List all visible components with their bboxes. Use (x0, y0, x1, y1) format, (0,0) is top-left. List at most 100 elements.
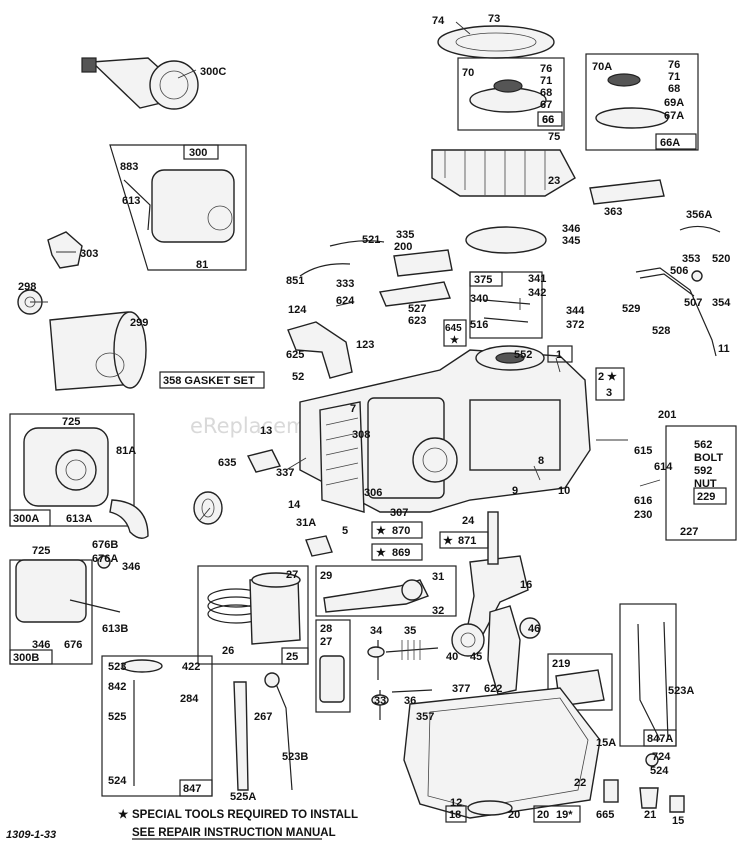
part-number: 67 (540, 99, 552, 111)
part-number: 40 (446, 651, 458, 663)
bushing-383-drawing (193, 491, 223, 525)
part-number: 345 (562, 235, 580, 247)
part-number: 516 (470, 319, 488, 331)
part-number: 32 (432, 605, 444, 617)
box-label-300b: 300B (13, 652, 39, 664)
air-cleaner-drawing (299, 240, 453, 307)
box-66-frame (537, 111, 563, 127)
figure-code: 1309-1-33 (6, 829, 56, 841)
part-number: 73 (488, 13, 500, 25)
part-number: 851 (286, 275, 304, 287)
part-number: 75 (548, 131, 560, 143)
part-number: 14 (288, 499, 301, 511)
part-number: 69A (664, 97, 684, 109)
part-callouts: 74 73 300C 70 76 71 68 67 66 70A 76 71 6… (18, 13, 731, 827)
part-number: 9 (512, 485, 518, 497)
part-number: 76 (668, 59, 680, 71)
gasket-set-frame (159, 371, 265, 389)
part-number: 66 (542, 114, 554, 126)
part-number: 342 (528, 287, 546, 299)
part-number: 613B (102, 623, 128, 635)
star-870: ★ (376, 525, 386, 537)
part-number: 27 (286, 569, 298, 581)
part-number: 523 (108, 661, 126, 673)
box-label-3: 3 (606, 387, 612, 399)
elbow-303-drawing (47, 231, 83, 269)
part-number: 12 (450, 797, 462, 809)
part-number: 298 (18, 281, 36, 293)
box-label-847: 847 (183, 783, 201, 795)
box-label-18: 18 (449, 809, 461, 821)
muffler-300b-drawing (9, 555, 121, 665)
box-label-300: 300 (189, 147, 207, 159)
box-869-frame (371, 543, 423, 561)
part-number: 15A (596, 737, 616, 749)
box-label-20: 20 (537, 809, 549, 821)
part-number: 623 (408, 315, 426, 327)
part-number: 124 (288, 304, 307, 316)
linkage-375-drawing (469, 271, 543, 339)
box-label-66a: 66A (660, 137, 680, 149)
part-number: 842 (108, 681, 126, 693)
part-number: 267 (254, 711, 272, 723)
box-label-229: 229 (697, 491, 715, 503)
starter-clutch-66a-drawing (585, 53, 699, 151)
box-label-613a: 613A (66, 513, 92, 525)
part-number: 11 (718, 343, 730, 355)
star-2: ★ (607, 371, 617, 383)
part-number: 76 (540, 63, 552, 75)
part-number: 74 (432, 15, 445, 27)
fittings-drawing (603, 753, 685, 813)
part-number: 16 (520, 579, 532, 591)
part-number: 123 (356, 339, 374, 351)
part-number: 10 (558, 485, 570, 497)
box-375-frame (469, 271, 503, 287)
part-number: 525 (108, 711, 126, 723)
part-number: 676A (92, 553, 118, 565)
part-number: 7 (350, 403, 356, 415)
camshaft-drawing (451, 605, 541, 695)
box-847-frame (179, 779, 213, 797)
part-number: 340 (470, 293, 488, 305)
part-number: 5 (342, 525, 348, 537)
part-number: 36 (404, 695, 416, 707)
part-number: 506 (670, 265, 688, 277)
box-25-frame (281, 647, 309, 665)
part-number: 15 (672, 815, 684, 827)
part-number: 45 (470, 651, 482, 663)
box-18-frame (445, 805, 467, 823)
box-20-19-frame (533, 805, 581, 823)
part-number: 622 (484, 683, 502, 695)
connecting-rod-29-drawing (315, 565, 457, 617)
part-number: 635 (218, 457, 236, 469)
part-number: 31A (296, 517, 316, 529)
part-number: 372 (566, 319, 584, 331)
part-number: 20 (508, 809, 520, 821)
part-number: 615 (634, 445, 652, 457)
part-number: 24 (462, 515, 475, 527)
star-871: ★ (443, 535, 453, 547)
part-number: 521 (362, 234, 380, 246)
footnote-line2: SEE REPAIR INSTRUCTION MANUAL (132, 827, 336, 839)
part-number: 67A (664, 110, 684, 122)
part-number: 422 (182, 661, 200, 673)
box-label-219: 219 (552, 658, 570, 670)
part-number: 307 (390, 507, 408, 519)
gasket-set-label: 358 GASKET SET (163, 375, 255, 387)
leader-lines (30, 21, 661, 521)
box-300a-frame (9, 509, 51, 527)
box-871-frame (439, 531, 489, 549)
part-number: 299 (130, 317, 148, 329)
part-number: 616 (634, 495, 652, 507)
box-label-869: 869 (392, 547, 410, 559)
box-label-27-pin: 27 (320, 636, 332, 648)
box-label-870: 870 (392, 525, 410, 537)
plate-31a-drawing (305, 535, 333, 557)
elbow-625-drawing (287, 321, 353, 379)
part-number: 524 (108, 775, 127, 787)
box-645-frame (443, 319, 467, 347)
box-label-1: 1 (556, 349, 562, 361)
bolt-number: 562 (694, 439, 712, 451)
part-number: 377 (452, 683, 470, 695)
part-number: 306 (364, 487, 382, 499)
